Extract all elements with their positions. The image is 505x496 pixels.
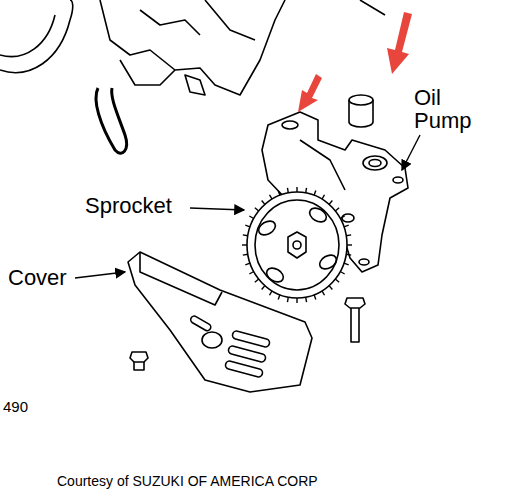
sprocket-teeth — [242, 187, 352, 303]
outlet-bore — [369, 160, 381, 167]
mount-hole — [342, 214, 354, 222]
part-label: Oil Pump — [414, 86, 489, 132]
pulley-edge — [0, 0, 73, 73]
leader-line — [75, 272, 125, 278]
nut-body — [134, 362, 144, 370]
bushing-top — [349, 95, 373, 105]
figure-number: 490 — [3, 399, 43, 415]
mount-hole — [282, 121, 298, 129]
block-detail — [140, 10, 200, 35]
sprocket — [247, 192, 347, 298]
cover-slot — [228, 345, 267, 363]
cover-flange — [140, 252, 222, 305]
cover-slot — [189, 315, 212, 332]
leader-line — [402, 135, 420, 170]
body-rib — [300, 140, 345, 190]
engine-block — [100, 0, 285, 95]
o-ring — [96, 88, 127, 153]
caption: Courtesy of SUZUKI OF AMERICA CORP — [57, 474, 318, 489]
red-arrow — [298, 74, 322, 112]
block-detail — [205, 0, 255, 40]
mount-hole — [393, 177, 403, 183]
block-detail — [185, 75, 205, 95]
bolt-head — [345, 298, 365, 308]
part-label: Sprocket — [85, 194, 195, 217]
cover-boss — [202, 332, 222, 348]
bolt-shank — [351, 308, 359, 342]
block-edge — [360, 0, 385, 15]
outlet-port — [363, 156, 387, 170]
cover-slot — [225, 360, 264, 378]
block-detail — [120, 60, 175, 85]
pulley-rim — [0, 15, 55, 57]
part-label: Cover — [8, 266, 83, 289]
red-arrow — [387, 12, 412, 74]
cover — [128, 252, 312, 392]
mount-hole — [359, 259, 369, 265]
leader-line — [190, 208, 244, 210]
cover-slot — [232, 330, 271, 348]
nut — [130, 352, 148, 362]
